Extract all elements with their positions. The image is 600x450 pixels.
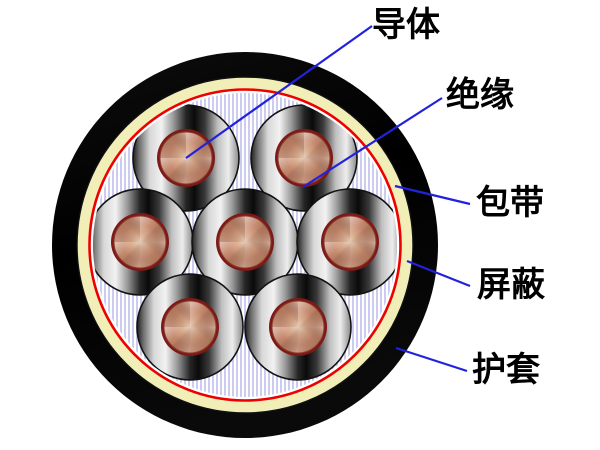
label-shield: 屏蔽 bbox=[477, 265, 545, 305]
leader-line-insulation bbox=[302, 97, 443, 188]
conductor-sheen-wedge bbox=[164, 327, 190, 353]
conductor-outline bbox=[271, 300, 325, 354]
conductor-sheen-wedge bbox=[219, 216, 245, 242]
label-sheath: 护套 bbox=[472, 350, 540, 390]
conductor-sheen-wedge bbox=[272, 327, 298, 353]
conductor-sheen-wedge bbox=[298, 327, 324, 353]
conductor-sheen-wedge bbox=[164, 301, 190, 327]
conductor-outline bbox=[159, 131, 213, 185]
conductor-sheen-wedge bbox=[324, 242, 350, 268]
leader-line-conductor bbox=[185, 25, 373, 159]
conductor-sheen-wedge bbox=[186, 132, 212, 158]
conductor-sheen-wedge bbox=[324, 216, 350, 242]
cable-core bbox=[244, 273, 352, 381]
conductor-sheen-wedge bbox=[114, 216, 140, 242]
conductor-sheen-wedge bbox=[160, 158, 186, 184]
conductor-sheen-wedge bbox=[140, 242, 166, 268]
conductor-sheen-wedge bbox=[278, 132, 304, 158]
conductor-sheen-wedge bbox=[350, 242, 376, 268]
conductor-sheen-wedge bbox=[245, 242, 271, 268]
conductor-sheen-wedge bbox=[278, 158, 304, 184]
conductor-sheen-wedge bbox=[114, 242, 140, 268]
conductor-sheen-wedge bbox=[190, 301, 216, 327]
cable-core bbox=[296, 188, 397, 296]
conductor-sheen-wedge bbox=[298, 301, 324, 327]
conductor-sheen-wedge bbox=[304, 158, 330, 184]
leader-line-shield bbox=[406, 259, 471, 288]
conductor-sheen-wedge bbox=[350, 216, 376, 242]
conductor-outline bbox=[323, 215, 377, 269]
conductor-outline bbox=[277, 131, 331, 185]
conductor-sheen-wedge bbox=[245, 216, 271, 242]
label-insulation: 绝缘 bbox=[446, 75, 514, 115]
conductor-sheen-wedge bbox=[304, 132, 330, 158]
conductor-outline bbox=[218, 215, 272, 269]
conductor-sheen-wedge bbox=[160, 132, 186, 158]
conductor-outline bbox=[163, 300, 217, 354]
cable-core bbox=[93, 188, 194, 296]
label-conductor: 导体 bbox=[372, 5, 440, 45]
conductor-sheen-wedge bbox=[272, 301, 298, 327]
conductor-sheen-wedge bbox=[190, 327, 216, 353]
conductor-sheen-wedge bbox=[140, 216, 166, 242]
cable-core bbox=[250, 104, 358, 212]
leader-line-sheath bbox=[395, 346, 468, 373]
leader-lines bbox=[185, 25, 471, 373]
cable-core bbox=[136, 273, 244, 381]
label-tape: 包带 bbox=[476, 183, 544, 223]
leader-line-tape bbox=[394, 184, 471, 206]
cable-core bbox=[191, 188, 299, 296]
conductor-sheen-wedge bbox=[219, 242, 245, 268]
conductor-outline bbox=[113, 215, 167, 269]
conductor-sheen-wedge bbox=[186, 158, 212, 184]
